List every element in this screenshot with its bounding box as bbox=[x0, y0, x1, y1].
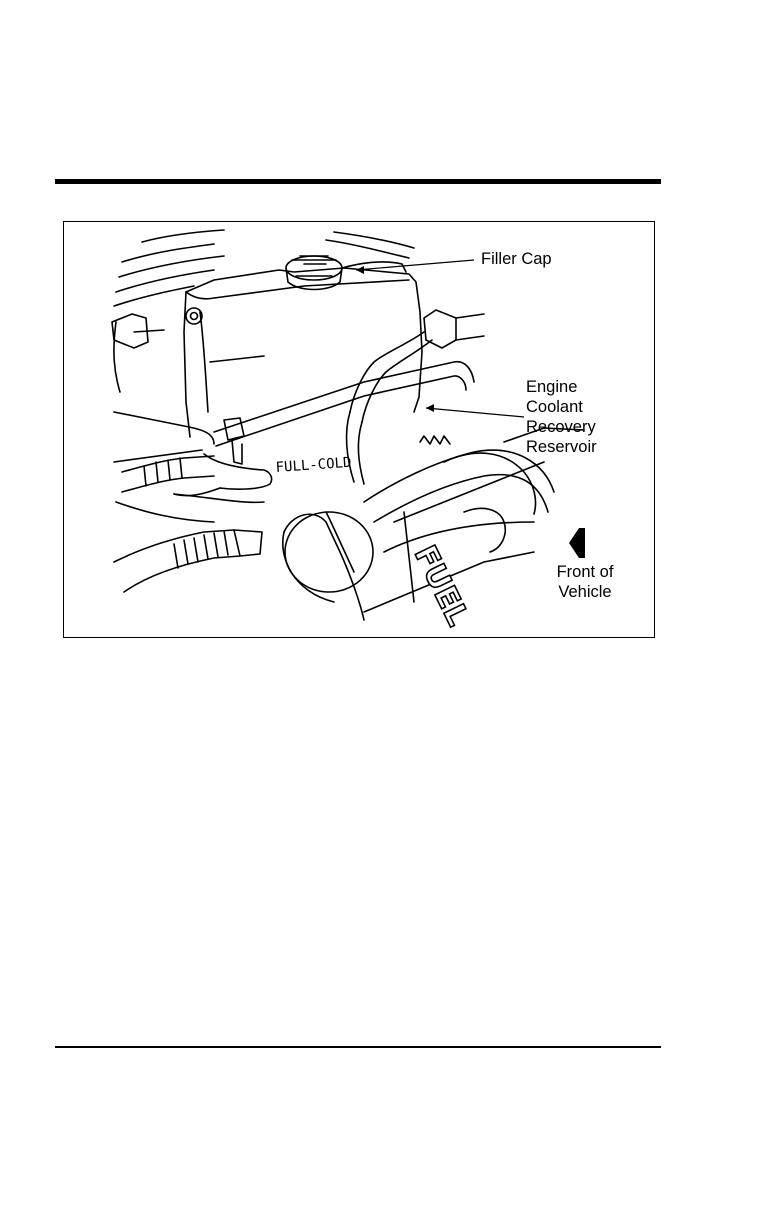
callout-reservoir-line-4: Reservoir bbox=[526, 437, 636, 457]
fuel-lettering: FUEL bbox=[407, 540, 475, 631]
callout-front-line-1: Front of bbox=[550, 562, 620, 582]
full-cold-marking: FULL-COLD bbox=[275, 455, 352, 476]
callout-front-of-vehicle: Front of Vehicle bbox=[550, 562, 620, 602]
callout-coolant-reservoir: Engine Coolant Recovery Reservoir bbox=[526, 377, 636, 457]
header-rule bbox=[55, 179, 661, 184]
callout-front-line-2: Vehicle bbox=[550, 582, 620, 602]
callout-reservoir-line-1: Engine bbox=[526, 377, 636, 397]
figure-frame: FULL-COLD FUEL Filler Cap Engine Coolant… bbox=[63, 221, 655, 638]
footer-rule bbox=[55, 1046, 661, 1048]
callout-reservoir-line-2: Coolant bbox=[526, 397, 636, 417]
callout-reservoir-line-3: Recovery bbox=[526, 417, 636, 437]
callout-filler-cap: Filler Cap bbox=[481, 249, 552, 269]
arrow-left-icon bbox=[569, 528, 585, 558]
